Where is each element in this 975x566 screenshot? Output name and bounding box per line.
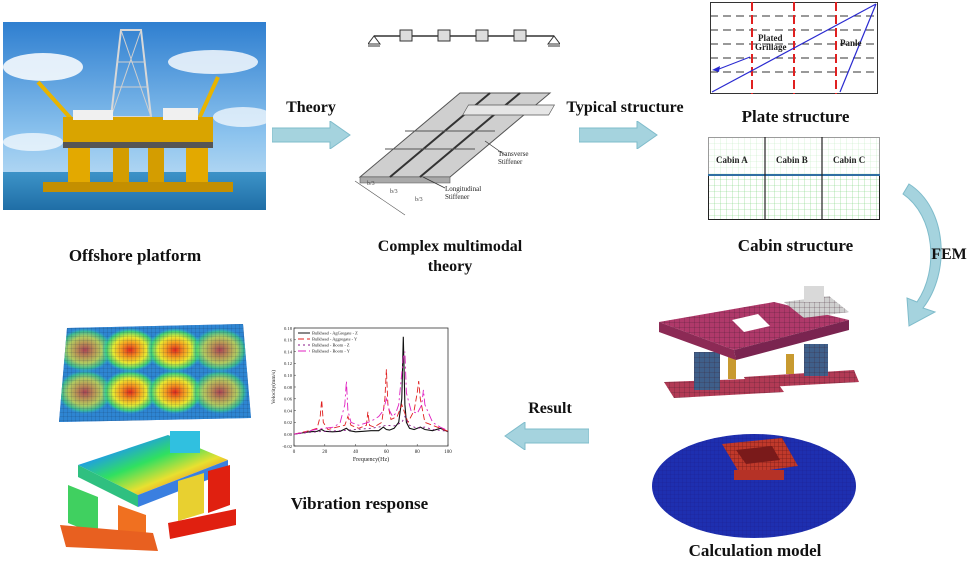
x-tick-label: 60 — [384, 450, 390, 455]
typical-structure-arrow-icon — [579, 121, 658, 149]
fem-arrow-label: FEM — [931, 246, 967, 263]
x-tick-label: 80 — [415, 450, 421, 455]
dim-label-1: b/3 — [367, 181, 375, 187]
x-tick-label: 100 — [444, 450, 452, 455]
y-tick-label: 0.02 — [284, 420, 293, 425]
y-tick-label: 0.18 — [284, 326, 293, 331]
x-tick-label: 40 — [353, 450, 359, 455]
series-line-3 — [293, 415, 449, 435]
theory-arrow-icon — [272, 121, 351, 149]
series-line-2 — [293, 369, 449, 435]
cabin-c-label: Cabin C — [833, 155, 865, 165]
calculation-model-water-domain — [652, 434, 856, 538]
y-tick-label: 0.14 — [284, 349, 293, 354]
y-tick-label: 0.10 — [284, 373, 293, 378]
y-tick-label: -0.02 — [282, 444, 292, 449]
calculation-model-label: Calculation model — [688, 541, 822, 560]
theory-arrow-label: Theory — [286, 99, 336, 116]
calculation-model-fem-mesh — [659, 286, 859, 398]
transverse-stiffener-label-1: Transverse — [498, 150, 528, 158]
cabin-a-label: Cabin A — [716, 155, 748, 165]
platform-mode-shape-image — [60, 431, 236, 551]
legend-entry: Bulkhead - Boom - Y — [312, 349, 351, 354]
dim-label-3: b/3 — [415, 197, 423, 203]
series-line-4 — [293, 351, 449, 435]
stiffened-plate-diagram: Transverse Stiffener Longitudinal Stiffe… — [354, 92, 556, 216]
typical-structure-arrow-label: Typical structure — [566, 99, 684, 116]
plated-grillage-label-2: Grillage — [755, 42, 787, 52]
x-tick-label: 0 — [293, 450, 296, 455]
y-tick-label: 0.06 — [284, 397, 293, 402]
result-arrow-icon — [504, 422, 589, 450]
plate-mode-shape-image — [59, 324, 251, 422]
y-tick-label: 0.08 — [284, 385, 293, 390]
plated-grillage-label-1: Plated — [758, 33, 783, 43]
y-tick-label: 0.12 — [284, 361, 293, 366]
x-tick-label: 20 — [322, 450, 328, 455]
beam-model-diagram — [368, 29, 560, 47]
plate-structure-diagram: Plated Grillage Panle — [710, 2, 878, 94]
dim-label-2: b/3 — [390, 189, 398, 195]
result-arrow-label: Result — [528, 400, 572, 417]
fem-arrow-icon — [902, 183, 942, 327]
y-axis-label: Velocity(mm/s) — [270, 370, 277, 404]
vibration-response-label: Vibration response — [290, 494, 429, 513]
longitudinal-stiffener-label-2: Stiffener — [445, 193, 470, 201]
complex-theory-label-2: theory — [427, 258, 473, 275]
cabin-b-label: Cabin B — [776, 155, 808, 165]
legend-entry: Bulkhead - AgGregate - Z — [312, 331, 358, 336]
y-tick-label: 0.04 — [284, 408, 293, 413]
offshore-platform-image — [3, 22, 273, 210]
legend-entry: Bulkhead - Boom - Z — [312, 343, 350, 348]
legend-entry: Bulkhead - Aggregate - Y — [312, 337, 358, 342]
cabin-structure-diagram: Cabin A Cabin B Cabin C — [708, 137, 880, 220]
y-tick-label: 0.00 — [284, 432, 293, 437]
x-axis-label: Frequency(Hz) — [353, 456, 389, 463]
vibration-response-chart: -0.02 0.00 0.02 0.04 0.06 0.08 0.10 0.12 0.14 0.1… — [270, 326, 452, 463]
transverse-stiffener-label-2: Stiffener — [498, 158, 523, 166]
cabin-structure-label: Cabin structure — [737, 236, 854, 255]
longitudinal-stiffener-label-1: Longitudinal — [445, 185, 481, 193]
complex-theory-label-1: Complex multimodal — [377, 238, 523, 255]
y-tick-label: 0.16 — [284, 338, 293, 343]
plate-structure-label: Plate structure — [741, 107, 850, 126]
panle-label: Panle — [840, 38, 862, 48]
offshore-platform-label: Offshore platform — [68, 246, 202, 265]
